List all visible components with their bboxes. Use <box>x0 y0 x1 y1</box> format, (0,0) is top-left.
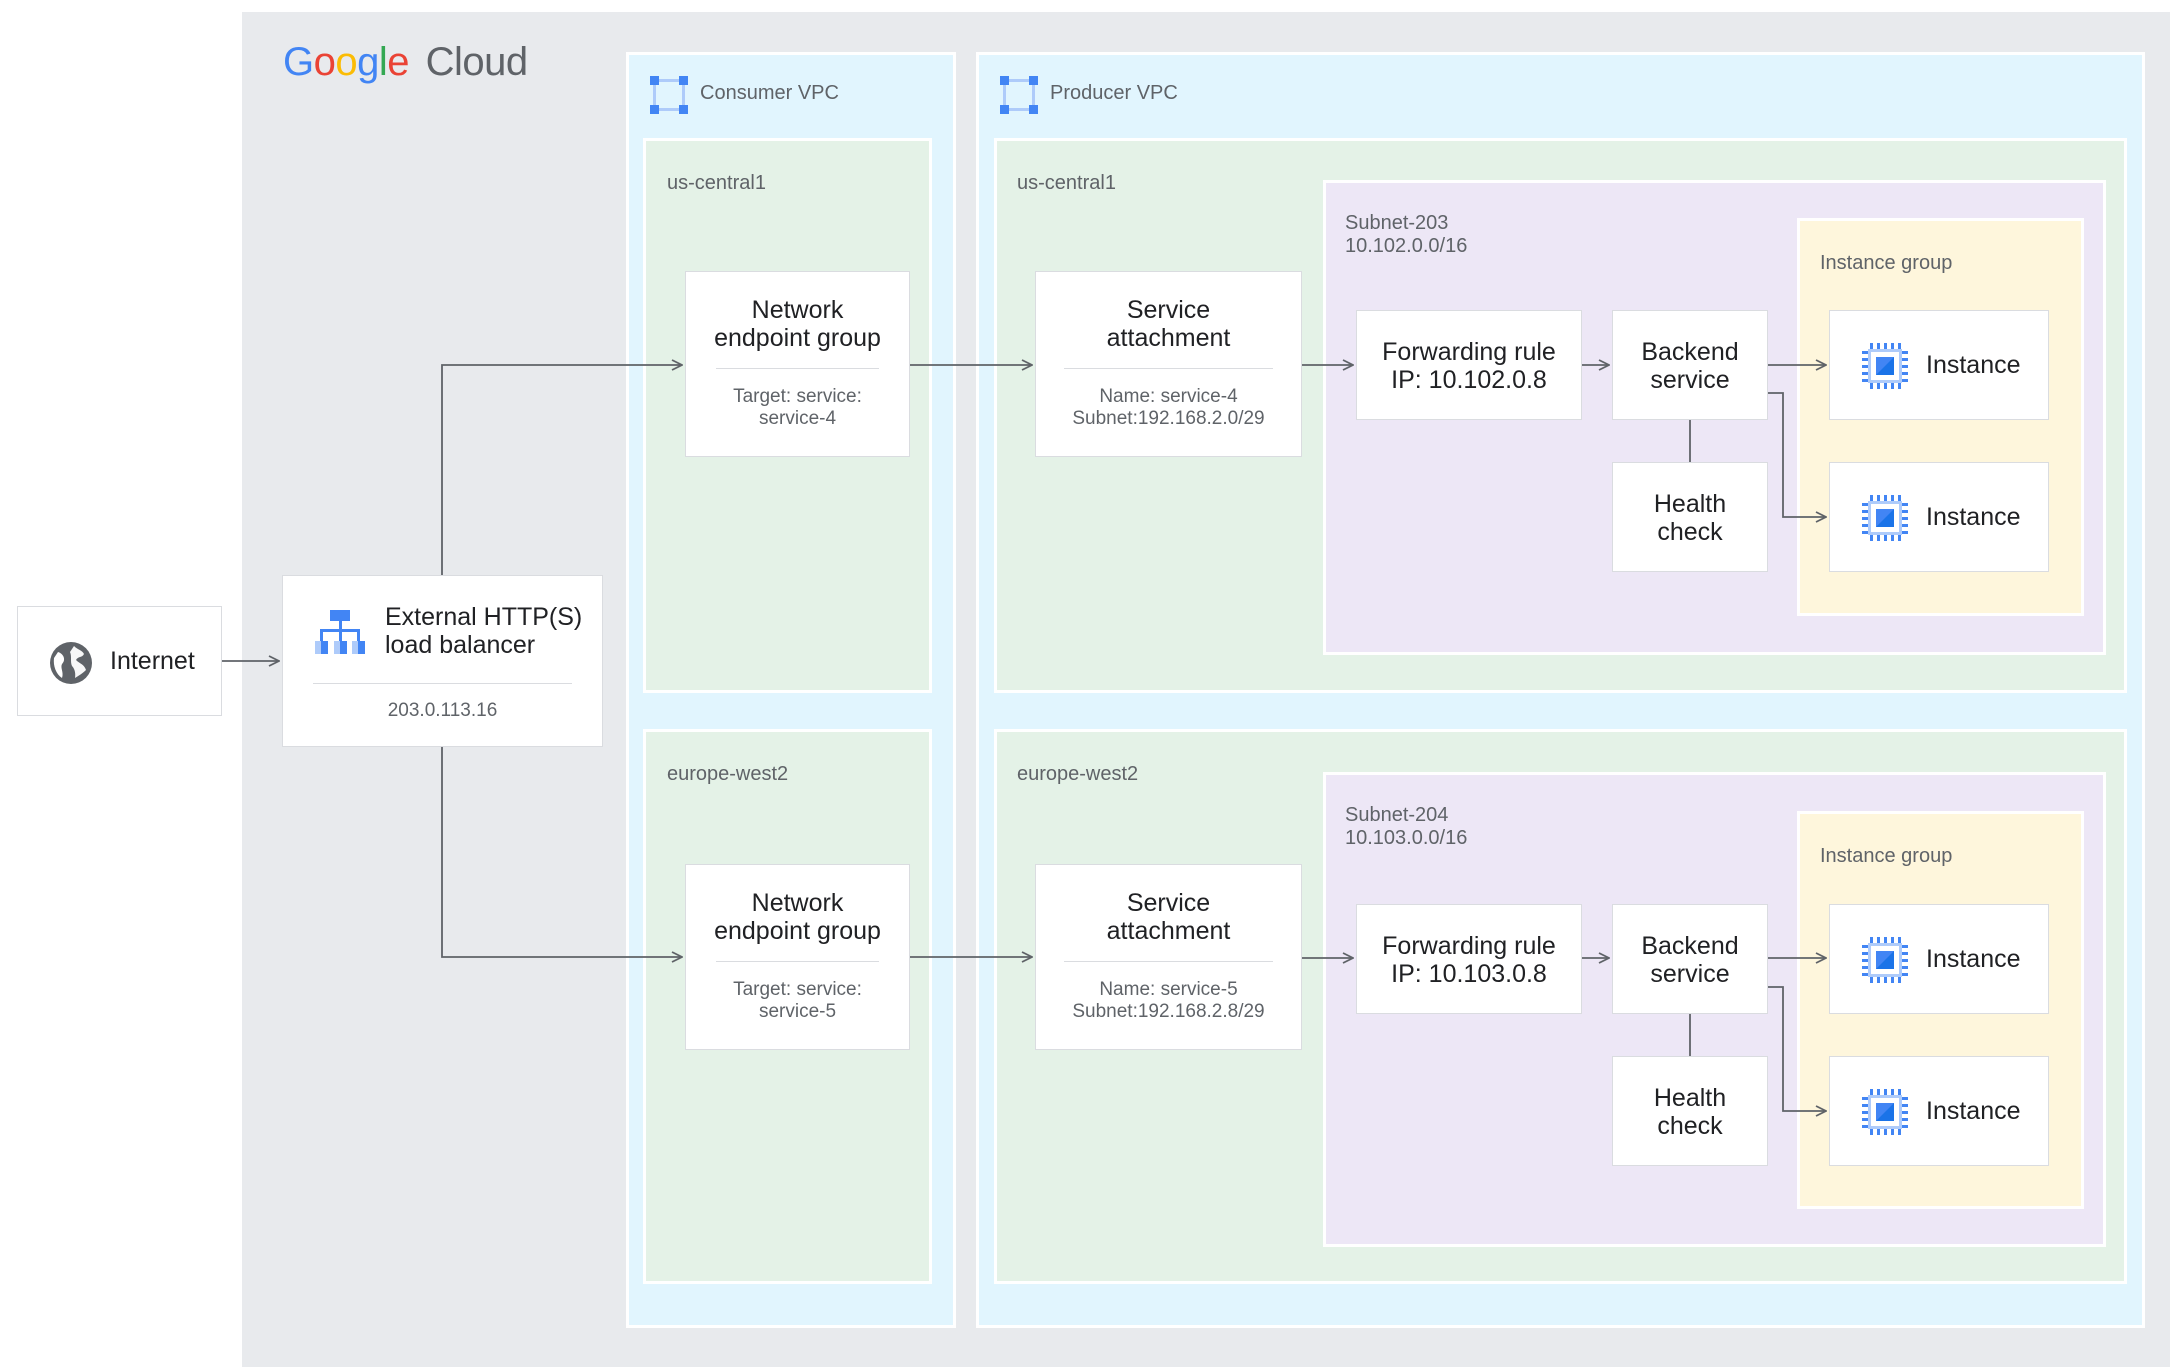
arrow-backend-to-instance-2b <box>1768 986 1826 1111</box>
neg-divider <box>716 961 879 962</box>
neg-target-line2: service-5 <box>758 1001 837 1022</box>
service-attachment-title-line1: Service <box>1126 889 1211 917</box>
service-attachment-service-5[interactable]: Service attachment Name: service-5 Subne… <box>1035 864 1302 1050</box>
forwarding-rule-ip: IP: 10.103.0.8 <box>1391 960 1547 988</box>
instance-label: Instance <box>1926 351 2021 379</box>
backend-service-line1: Backend <box>1641 932 1739 960</box>
forwarding-rule-title: Forwarding rule <box>1382 932 1556 960</box>
health-check[interactable]: Health check <box>1612 462 1768 572</box>
internet-node[interactable]: Internet <box>17 606 222 716</box>
service-attachment-divider <box>1064 368 1273 369</box>
internet-label: Internet <box>110 647 195 675</box>
service-attachment-name: Name: service-4 <box>1099 386 1238 407</box>
instance[interactable]: Instance <box>1829 1056 2049 1166</box>
load-balancer-node[interactable]: External HTTP(S) load balancer 203.0.113… <box>282 575 603 747</box>
backend-service[interactable]: Backend service <box>1612 310 1768 420</box>
health-check-line2: check <box>1657 518 1723 546</box>
instance[interactable]: Instance <box>1829 904 2049 1014</box>
google-cloud-logo: Google Cloud <box>283 40 528 85</box>
neg-divider <box>716 368 879 369</box>
google-logo-letter-1: G <box>283 40 314 84</box>
subnet-cidr: 10.103.0.0/16 <box>1345 827 1468 849</box>
network-endpoint-group-service-4[interactable]: Network endpoint group Target: service: … <box>685 271 910 457</box>
backend-service[interactable]: Backend service <box>1612 904 1768 1014</box>
load-balancer-title: External HTTP(S) load balancer <box>385 603 582 659</box>
consumer-region-label: europe-west2 <box>667 763 789 785</box>
instance-group-label: Instance group <box>1820 845 1953 867</box>
google-logo-letter-3: o <box>335 40 358 84</box>
neg-title-line1: Network <box>751 889 844 917</box>
google-logo-letter-6: e <box>387 40 410 84</box>
load-balancer-title-line2: load balancer <box>385 631 536 659</box>
subnet-name: Subnet-204 <box>1345 804 1449 826</box>
google-logo-letter-4: g <box>357 40 379 84</box>
health-check[interactable]: Health check <box>1612 1056 1768 1166</box>
google-logo-letter-5: l <box>378 40 388 84</box>
network-endpoint-group-service-5[interactable]: Network endpoint group Target: service: … <box>685 864 910 1050</box>
consumer-vpc-label: Consumer VPC <box>700 82 839 104</box>
health-check-line1: Health <box>1653 490 1727 518</box>
instance[interactable]: Instance <box>1829 462 2049 572</box>
instance-label: Instance <box>1926 945 2021 973</box>
arrow-lb-to-neg-5 <box>441 747 682 957</box>
instance[interactable]: Instance <box>1829 310 2049 420</box>
google-logo-letter-2: o <box>313 40 336 84</box>
service-attachment-subnet: Subnet:192.168.2.8/29 <box>1072 1001 1265 1022</box>
backend-service-line2: service <box>1650 366 1730 394</box>
neg-title-line2: endpoint group <box>714 917 881 945</box>
health-check-line1: Health <box>1653 1084 1727 1112</box>
forwarding-rule-title: Forwarding rule <box>1382 338 1556 366</box>
subnet-name: Subnet-203 <box>1345 212 1449 234</box>
load-balancer-icon <box>315 610 365 654</box>
backend-service-line1: Backend <box>1641 338 1739 366</box>
load-balancer-divider <box>313 683 572 684</box>
service-attachment-title-line2: attachment <box>1106 324 1231 352</box>
arrow-lb-to-neg-4 <box>441 365 682 575</box>
neg-target-line1: Target: service: <box>733 386 862 407</box>
compute-chip-icon <box>1862 1089 1908 1135</box>
cloud-logo-text: Cloud <box>425 40 529 84</box>
compute-chip-icon <box>1862 495 1908 541</box>
neg-target-line2: service-4 <box>758 408 837 429</box>
neg-target-line1: Target: service: <box>733 979 862 1000</box>
compute-chip-icon <box>1862 343 1908 389</box>
instance-label: Instance <box>1926 1097 2021 1125</box>
instance-group-label: Instance group <box>1820 252 1953 274</box>
producer-vpc-label: Producer VPC <box>1050 82 1178 104</box>
arrow-backend-to-instance-1b <box>1768 392 1826 517</box>
instance-label: Instance <box>1926 503 2021 531</box>
forwarding-rule-ip: IP: 10.102.0.8 <box>1391 366 1547 394</box>
service-attachment-title-line2: attachment <box>1106 917 1231 945</box>
producer-region-label: us-central1 <box>1017 172 1116 194</box>
vpc-icon <box>1000 76 1038 114</box>
globe-icon <box>50 642 92 684</box>
load-balancer-ip: 203.0.113.16 <box>387 700 498 721</box>
service-attachment-subnet: Subnet:192.168.2.0/29 <box>1072 408 1265 429</box>
vpc-icon <box>650 76 688 114</box>
consumer-region-label: us-central1 <box>667 172 766 194</box>
producer-region-label: europe-west2 <box>1017 763 1139 785</box>
service-attachment-service-4[interactable]: Service attachment Name: service-4 Subne… <box>1035 271 1302 457</box>
service-attachment-name: Name: service-5 <box>1099 979 1238 1000</box>
load-balancer-title-line1: External HTTP(S) <box>385 603 583 631</box>
service-attachment-divider <box>1064 961 1273 962</box>
subnet-cidr: 10.102.0.0/16 <box>1345 235 1468 257</box>
compute-chip-icon <box>1862 937 1908 983</box>
neg-title-line1: Network <box>751 296 844 324</box>
neg-title-line2: endpoint group <box>714 324 881 352</box>
forwarding-rule[interactable]: Forwarding rule IP: 10.102.0.8 <box>1356 310 1582 420</box>
health-check-line2: check <box>1657 1112 1723 1140</box>
forwarding-rule[interactable]: Forwarding rule IP: 10.103.0.8 <box>1356 904 1582 1014</box>
backend-service-line2: service <box>1650 960 1730 988</box>
service-attachment-title-line1: Service <box>1126 296 1211 324</box>
